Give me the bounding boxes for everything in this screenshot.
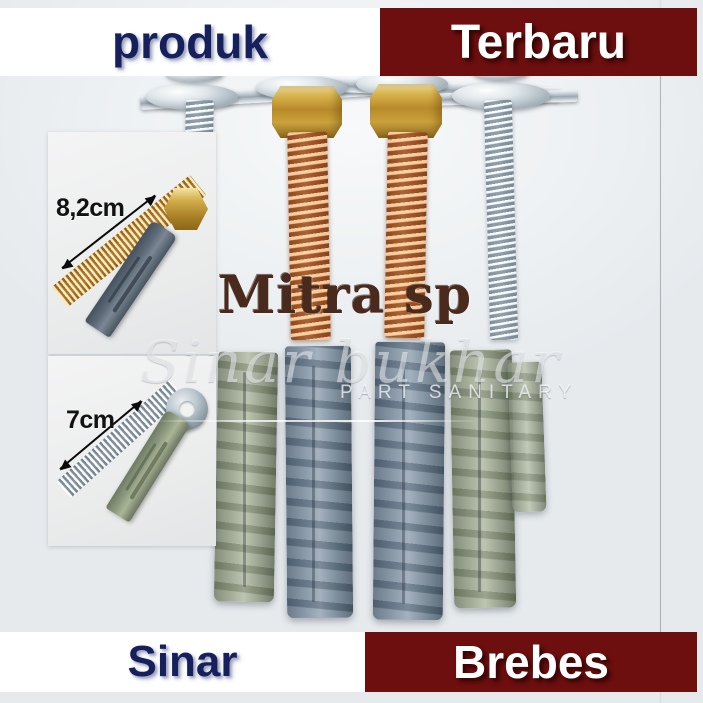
banner-top-red-block: Terbaru: [380, 8, 697, 76]
banner-bottom: Sinar Brebes: [0, 632, 703, 692]
banner-bottom-red-block: Brebes: [365, 632, 697, 692]
banner-top: produk Terbaru: [0, 8, 703, 76]
inset1-dimension-label: 8,2cm: [56, 194, 125, 222]
watermark-rule: [150, 420, 480, 422]
wall-anchor-3-split: [402, 362, 405, 604]
wall-anchor-1-split: [243, 372, 246, 587]
banner-top-white-text: produk: [112, 16, 268, 68]
banner-bottom-white-text: Sinar: [127, 637, 238, 686]
photo-panel-seam-glow: [659, 0, 662, 703]
wall-anchor-2-split: [312, 366, 315, 602]
banner-bottom-red-text: Brebes: [453, 636, 609, 688]
inset-top-gold-screw: 8,2cm: [48, 132, 216, 354]
watermark-brand: Mitra sp: [218, 265, 473, 326]
hex-nut-bolt-2: [272, 86, 342, 138]
banner-top-red-text: Terbaru: [450, 15, 627, 69]
banner-bottom-white-block: Sinar: [0, 632, 365, 692]
hex-nut-bolt-3: [370, 84, 442, 138]
watermark-subtitle: PART SANITARY: [340, 382, 579, 403]
photo-panel-seam-line: [660, 60, 661, 660]
watermark-script: Sinar bukhar: [140, 328, 562, 396]
banner-top-white-block: produk: [0, 8, 380, 76]
inset2-dimension-label: 7cm: [66, 406, 115, 434]
wall-anchor-4-split: [478, 370, 481, 592]
inset2-washer-hole: [178, 400, 196, 418]
inset-bottom-zinc-screw: 7cm: [48, 356, 216, 546]
